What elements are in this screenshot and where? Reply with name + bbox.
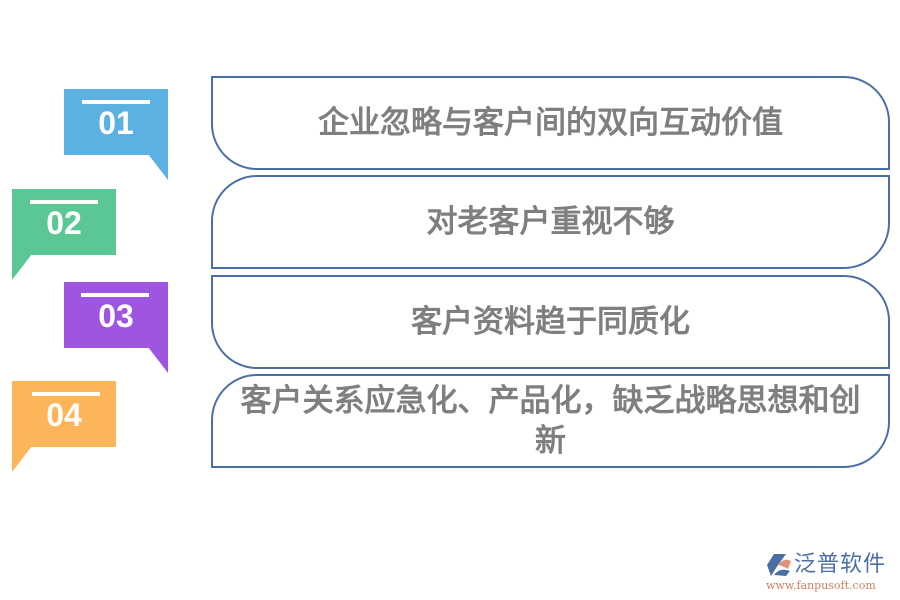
item-box-01: 企业忽略与客户间的双向互动价值 [211,76,890,170]
badge-number: 04 [46,397,82,433]
item-text: 客户资料趋于同质化 [411,304,690,340]
badge-number: 02 [46,205,82,241]
badge-01: 01 [64,89,168,180]
logo-url: www.fanpusoft.com [766,579,876,592]
item-box-04: 客户关系应急化、产品化，缺乏战略思想和创新 [211,374,890,468]
fanpu-logo: 泛普软件 www.fanpusoft.com [766,551,896,595]
logo-name: 泛普软件 [794,552,887,577]
item-box-02: 对老客户重视不够 [211,175,890,269]
item-box-03: 客户资料趋于同质化 [211,275,890,369]
item-text: 企业忽略与客户间的双向互动价值 [318,105,783,141]
badge-04: 04 [12,381,116,472]
badge-02: 02 [12,189,116,280]
badge-number: 01 [98,105,134,141]
item-text: 客户关系应急化、产品化，缺乏战略思想和创新 [240,383,861,459]
badge-03: 03 [64,282,168,373]
fanpu-logo-icon [767,554,791,576]
item-text: 对老客户重视不够 [426,204,675,240]
badge-number: 03 [98,298,134,334]
